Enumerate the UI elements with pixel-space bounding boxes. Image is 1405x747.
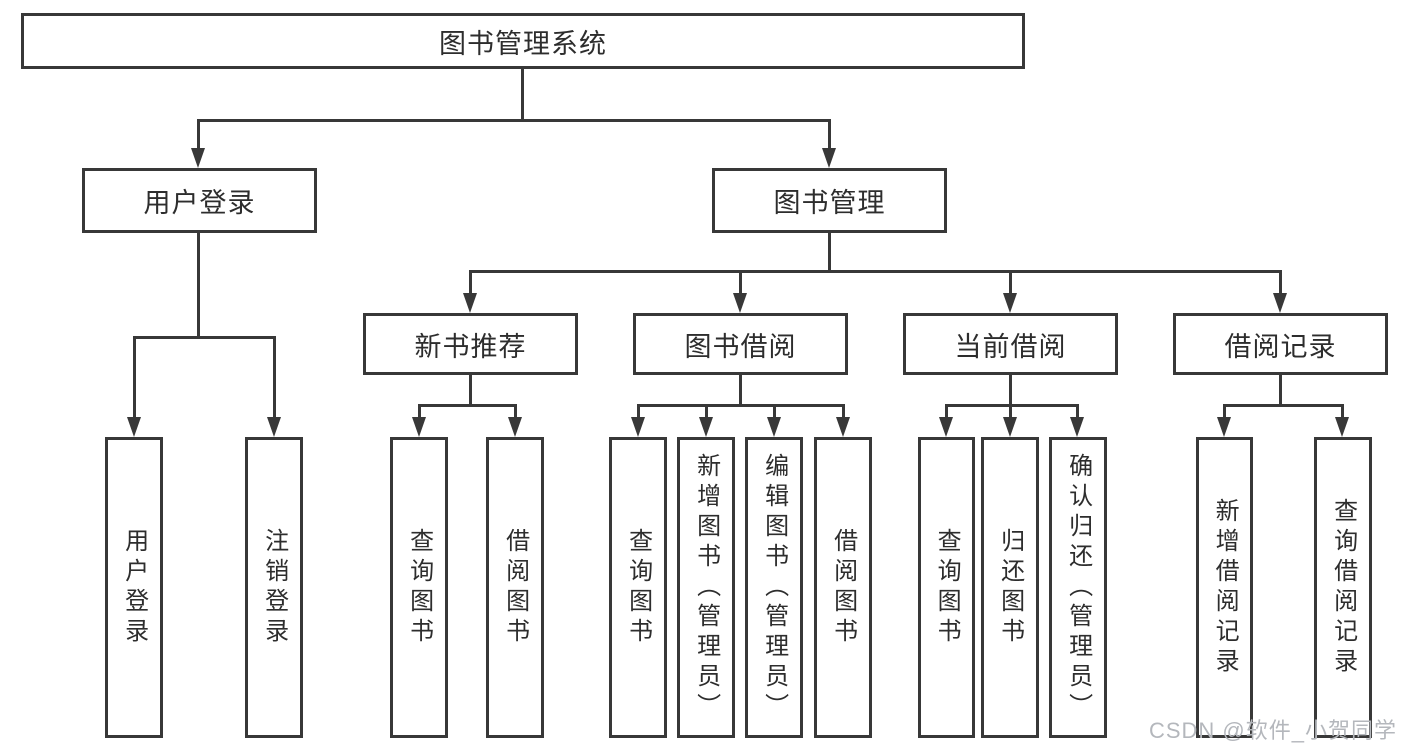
connector-line <box>197 119 831 122</box>
connector-line <box>637 404 845 407</box>
leaf-logout-label: 注销登录 <box>260 527 288 648</box>
connector-line <box>418 404 517 407</box>
connector-line <box>133 336 276 339</box>
arrowhead <box>1335 417 1349 437</box>
leaf-current-query-books: 查询图书 <box>918 437 975 738</box>
node-book-borrow: 图书借阅 <box>633 313 848 375</box>
arrowhead <box>1070 417 1084 437</box>
arrowhead <box>939 417 953 437</box>
arrowhead <box>1003 417 1017 437</box>
connector-line <box>469 270 1282 273</box>
arrowhead <box>699 417 713 437</box>
arrowhead <box>1217 417 1231 437</box>
connector-line <box>828 119 831 150</box>
connector-line <box>739 374 742 406</box>
leaf-user-login-label: 用户登录 <box>120 527 148 648</box>
arrowhead <box>127 417 141 437</box>
node-borrow-records: 借阅记录 <box>1173 313 1388 375</box>
connector-line <box>1009 270 1012 295</box>
leaf-borrow-query-books: 查询图书 <box>609 437 667 738</box>
leaf-return-books-label: 归还图书 <box>996 527 1024 648</box>
leaf-return-books: 归还图书 <box>981 437 1039 738</box>
arrowhead <box>836 417 850 437</box>
node-book-borrow-label: 图书借阅 <box>684 331 797 362</box>
connector-line <box>469 270 472 295</box>
connector-line <box>773 404 776 419</box>
connector-line <box>273 336 276 419</box>
node-book-management: 图书管理 <box>712 168 947 233</box>
connector-line <box>705 404 708 419</box>
leaf-query-borrow-record: 查询借阅记录 <box>1314 437 1372 738</box>
leaf-add-borrow-record: 新增借阅记录 <box>1196 437 1253 738</box>
connector-line <box>1009 374 1012 406</box>
node-borrow-records-label: 借阅记录 <box>1224 331 1337 362</box>
leaf-recommend-query-books-label: 查询图书 <box>405 527 433 648</box>
node-book-management-label: 图书管理 <box>773 188 886 218</box>
leaf-borrow-query-books-label: 查询图书 <box>624 527 652 648</box>
leaf-current-query-books-label: 查询图书 <box>933 527 961 648</box>
arrowhead <box>767 417 781 437</box>
csdn-watermark: CSDN @软件_小贺同学 <box>1148 718 1397 743</box>
leaf-add-borrow-record-label: 新增借阅记录 <box>1211 497 1239 678</box>
node-new-book-recommend-label: 新书推荐 <box>414 331 527 362</box>
leaf-edit-books-admin-label: 编辑图书（管理员） <box>760 452 788 723</box>
connector-line <box>637 404 640 419</box>
connector-line <box>197 232 200 338</box>
connector-line <box>1009 404 1012 419</box>
arrowhead <box>412 417 426 437</box>
arrowhead <box>1273 293 1287 313</box>
node-new-book-recommend: 新书推荐 <box>363 313 578 375</box>
connector-line <box>1076 404 1079 419</box>
connector-line <box>1279 374 1282 406</box>
leaf-borrow-books-label: 借阅图书 <box>829 527 857 648</box>
leaf-borrow-books: 借阅图书 <box>814 437 872 738</box>
leaf-logout: 注销登录 <box>245 437 303 738</box>
arrowhead <box>631 417 645 437</box>
connector-line <box>469 374 472 406</box>
connector-line <box>514 404 517 419</box>
leaf-confirm-return-admin: 确认归还（管理员） <box>1049 437 1107 738</box>
connector-line <box>739 270 742 295</box>
connector-line <box>133 336 136 419</box>
leaf-recommend-borrow-books: 借阅图书 <box>486 437 544 738</box>
connector-line <box>842 404 845 419</box>
connector-line <box>418 404 421 419</box>
connector-line <box>197 119 200 150</box>
leaf-confirm-return-admin-label: 确认归还（管理员） <box>1064 452 1092 723</box>
arrowhead <box>733 293 747 313</box>
leaf-edit-books-admin: 编辑图书（管理员） <box>745 437 803 738</box>
arrowhead <box>1003 293 1017 313</box>
connector-line <box>521 69 524 121</box>
connector-line <box>1279 270 1282 295</box>
arrowhead <box>822 148 836 168</box>
arrowhead <box>463 293 477 313</box>
leaf-user-login: 用户登录 <box>105 437 163 738</box>
node-current-borrow-label: 当前借阅 <box>954 331 1067 362</box>
connector-line <box>1223 404 1344 407</box>
node-user-login-label: 用户登录 <box>143 188 256 218</box>
node-user-login: 用户登录 <box>82 168 317 233</box>
node-root-system-label: 图书管理系统 <box>439 28 607 59</box>
arrowhead <box>191 148 205 168</box>
connector-line <box>945 404 1079 407</box>
leaf-add-books-admin: 新增图书（管理员） <box>677 437 735 738</box>
connector-line <box>1223 404 1226 419</box>
leaf-add-books-admin-label: 新增图书（管理员） <box>692 452 720 723</box>
connector-line <box>945 404 948 419</box>
connector-line <box>1341 404 1344 419</box>
connector-line <box>828 232 831 272</box>
leaf-recommend-borrow-books-label: 借阅图书 <box>501 527 529 648</box>
arrowhead <box>267 417 281 437</box>
node-current-borrow: 当前借阅 <box>903 313 1118 375</box>
leaf-recommend-query-books: 查询图书 <box>390 437 448 738</box>
node-root-system: 图书管理系统 <box>21 13 1025 69</box>
arrowhead <box>508 417 522 437</box>
leaf-query-borrow-record-label: 查询借阅记录 <box>1329 497 1357 678</box>
